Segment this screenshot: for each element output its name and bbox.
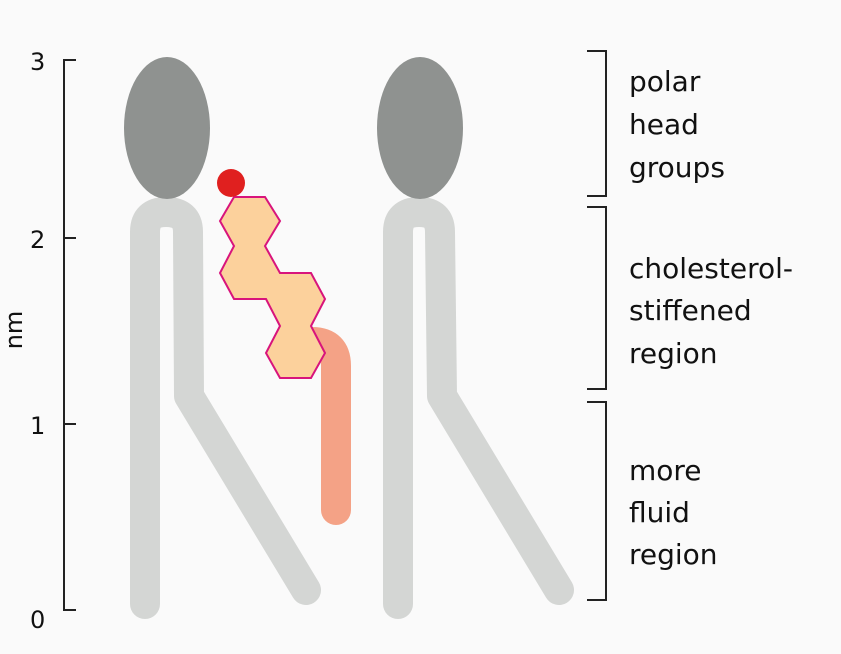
phospholipid-right	[377, 57, 574, 619]
tick-label-2: 2	[30, 226, 45, 254]
phospholipid-left	[124, 57, 321, 619]
polar-head	[124, 57, 210, 199]
phospholipid-tail	[383, 197, 574, 619]
axis-title: nm	[0, 311, 28, 350]
region-label-polar: polar head groups	[629, 65, 725, 184]
region-label-stiffened: cholesterol- stiffened region	[629, 252, 802, 370]
phospholipid-tail	[130, 197, 321, 619]
bracket-polar	[587, 50, 607, 197]
bracket-fluid	[587, 401, 607, 601]
region-labels: polar head groups cholesterol- stiffened…	[629, 65, 802, 571]
axis-line	[63, 59, 76, 611]
tick-label-3: 3	[30, 48, 45, 76]
region-label-fluid: more fluid region	[629, 454, 718, 571]
bracket-stiff	[587, 206, 607, 390]
scale-axis: 3 2 1 0 nm	[0, 48, 76, 634]
region-brackets	[587, 50, 607, 601]
tick-label-1: 1	[30, 412, 45, 440]
hydroxyl-group	[217, 169, 245, 197]
steroid-rings	[218, 196, 327, 379]
tick-label-0: 0	[30, 606, 45, 634]
cholesterol-molecule	[217, 169, 351, 525]
polar-head	[377, 57, 463, 199]
